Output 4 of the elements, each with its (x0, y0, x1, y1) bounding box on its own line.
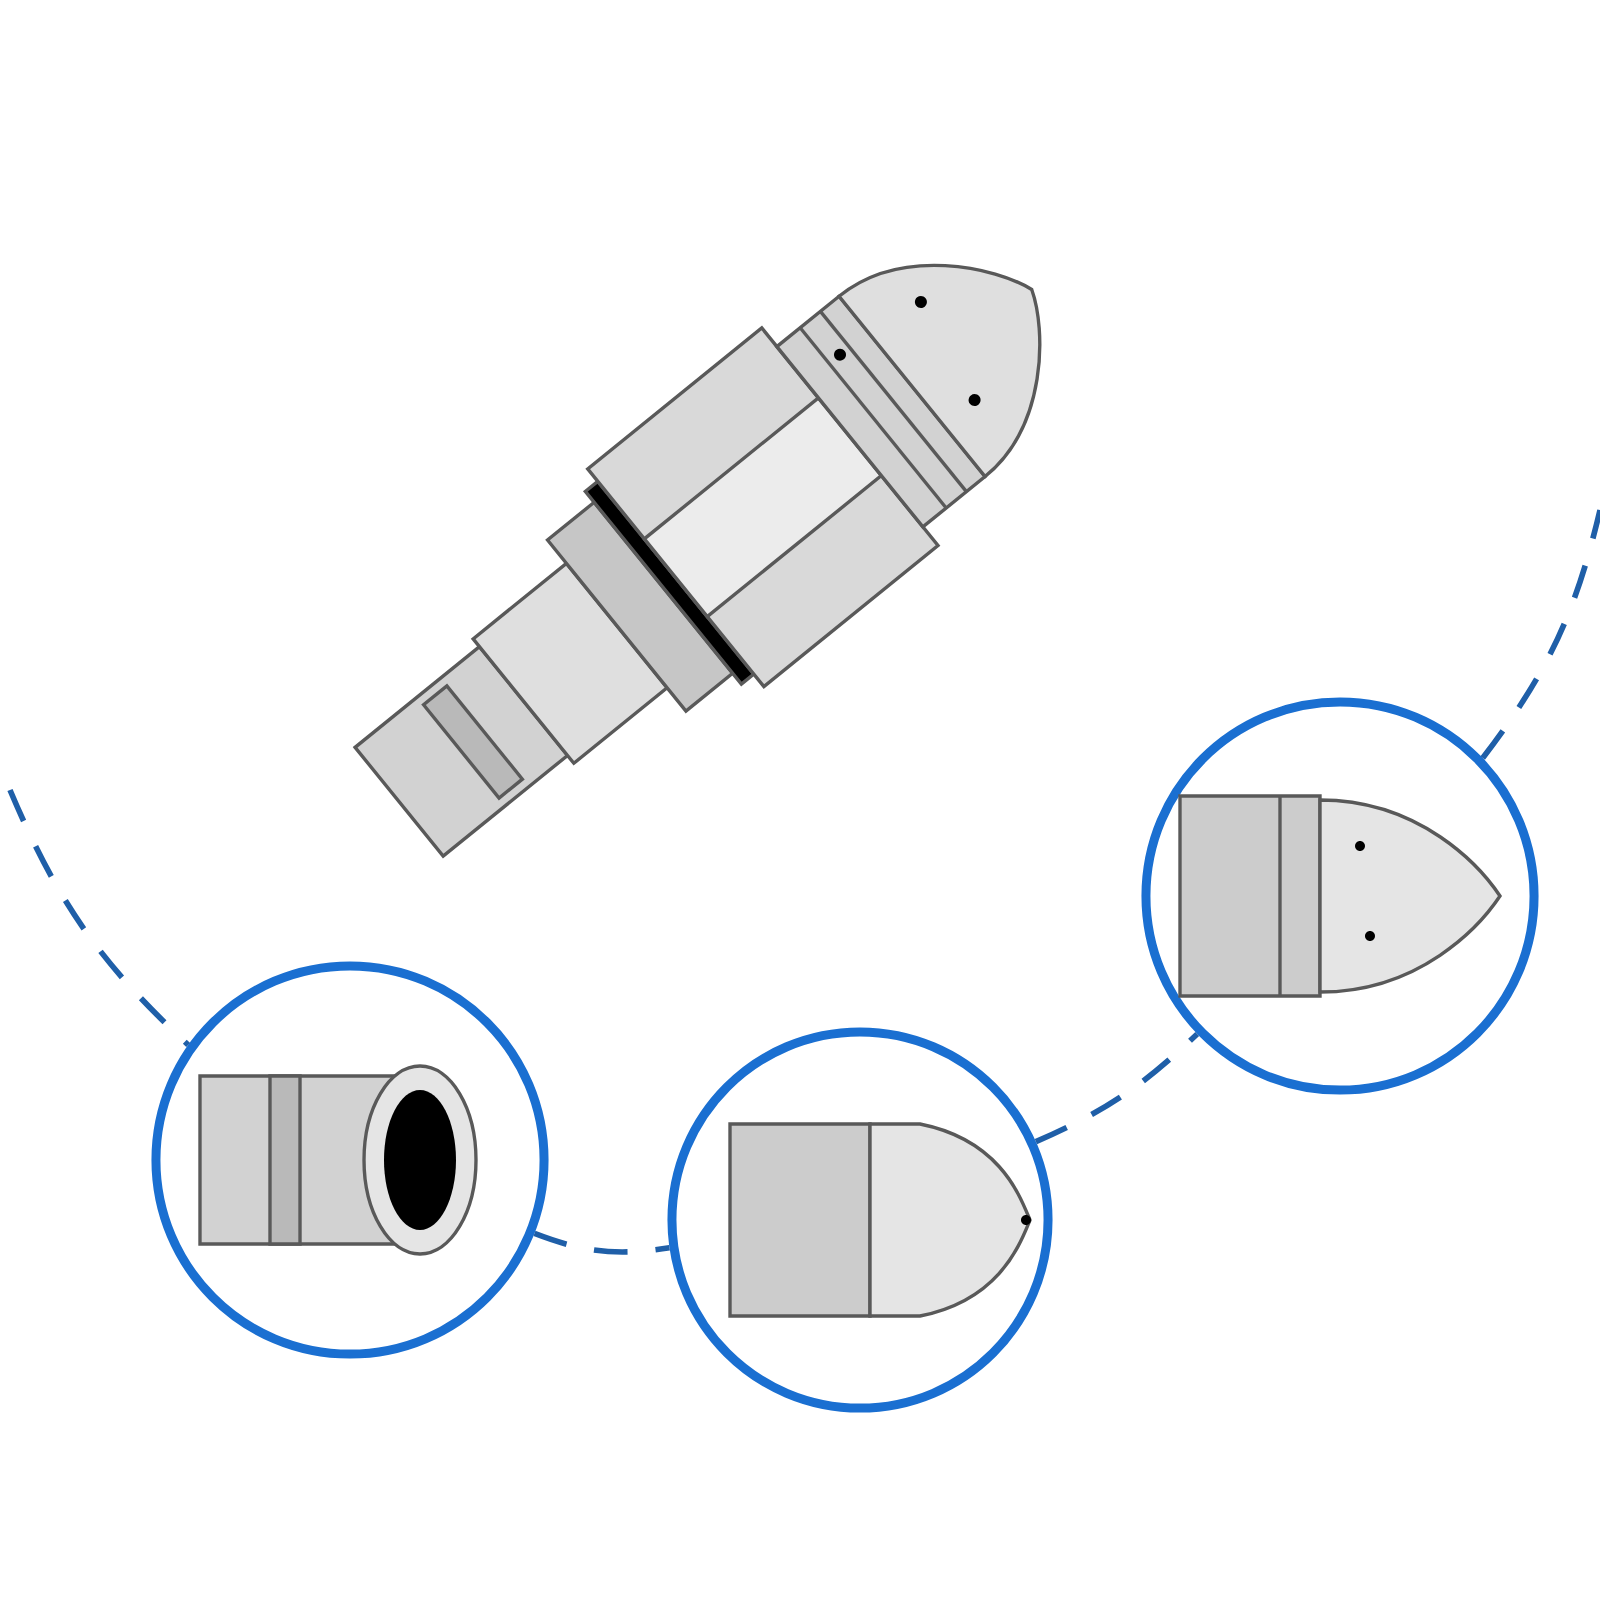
dashed-connector (1480, 509, 1600, 760)
dashed-connector (1034, 1031, 1200, 1145)
dashed-connector (7, 788, 191, 1047)
dashed-connector (533, 1230, 670, 1255)
